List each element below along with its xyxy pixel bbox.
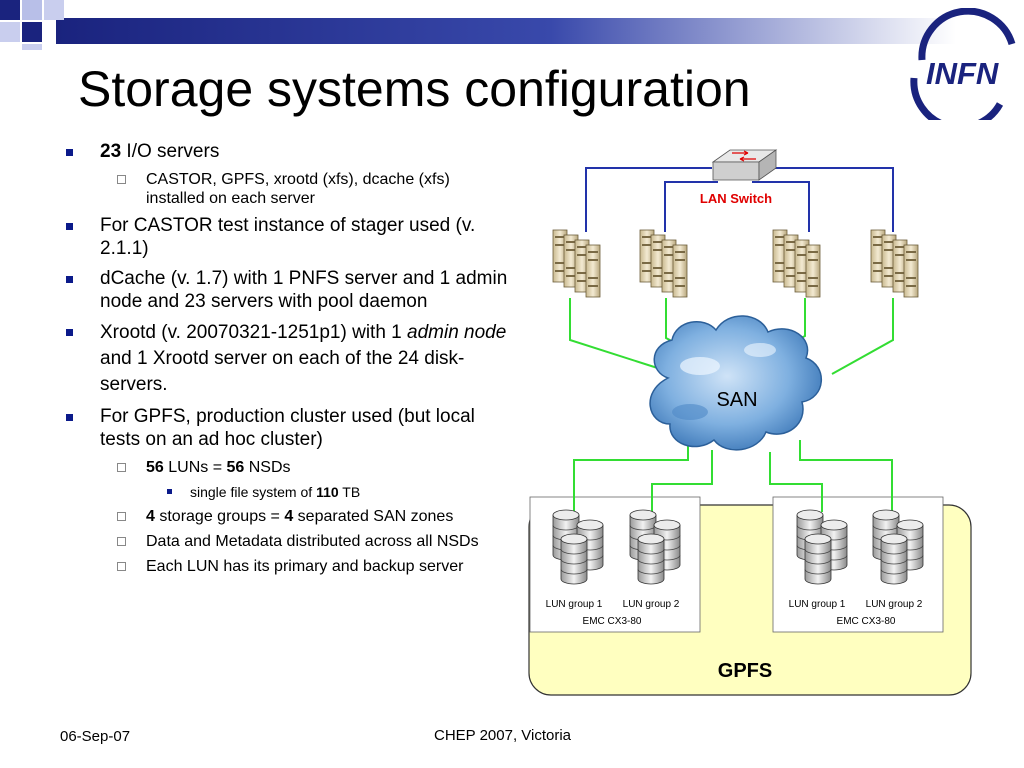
footer-date: 06-Sep-07	[60, 728, 131, 745]
header-decoration	[0, 0, 956, 50]
logo-text: INFN	[926, 56, 999, 91]
lun-group-1-left: LUN group 1	[546, 599, 603, 610]
lan-switch-icon	[711, 149, 778, 181]
server-group-2	[640, 230, 687, 297]
emc-model-left: EMC CX3-80	[583, 616, 642, 627]
bullet-gpfs: For GPFS, production cluster used (but l…	[60, 405, 510, 451]
slide-title: Storage systems configuration	[78, 61, 751, 117]
lun-group-2-left: LUN group 2	[623, 599, 680, 610]
bullet-file-system: single file system of 110 TB	[60, 483, 510, 501]
bullet-installed-software: CASTOR, GPFS, xrootd (xfs), dcache (xfs)…	[60, 170, 510, 208]
bullet-list: 23 I/O servers CASTOR, GPFS, xrootd (xfs…	[60, 140, 510, 582]
bullet-io-servers: 23 I/O servers	[60, 140, 510, 163]
server-group-3	[773, 230, 820, 297]
gpfs-label: GPFS	[718, 660, 772, 682]
bullet-luns: 56 LUNs = 56 NSDs	[60, 458, 510, 477]
server-group-4	[871, 230, 918, 297]
san-cloud-icon	[649, 315, 823, 451]
san-label: SAN	[716, 389, 757, 411]
bullet-storage-groups: 4 storage groups = 4 separated SAN zones	[60, 507, 510, 526]
bullet-metadata: Data and Metadata distributed across all…	[60, 532, 510, 551]
server-group-1	[553, 230, 600, 297]
bullet-dcache: dCache (v. 1.7) with 1 PNFS server and 1…	[60, 267, 510, 313]
storage-network-diagram: GPFS LAN Switch SAN	[528, 149, 972, 696]
lan-switch-label: LAN Switch	[700, 191, 772, 206]
infn-logo: INFN	[910, 8, 1016, 120]
lun-group-1-right: LUN group 1	[789, 599, 846, 610]
lan-links	[585, 167, 894, 232]
lun-group-2-right: LUN group 2	[866, 599, 923, 610]
emc-model-right: EMC CX3-80	[837, 616, 896, 627]
bullet-lun-backup: Each LUN has its primary and backup serv…	[60, 557, 510, 576]
bullet-castor: For CASTOR test instance of stager used …	[60, 214, 510, 260]
footer-event: CHEP 2007, Victoria	[434, 727, 572, 744]
bullet-xrootd: Xrootd (v. 20070321-1251p1) with 1 admin…	[60, 320, 510, 398]
